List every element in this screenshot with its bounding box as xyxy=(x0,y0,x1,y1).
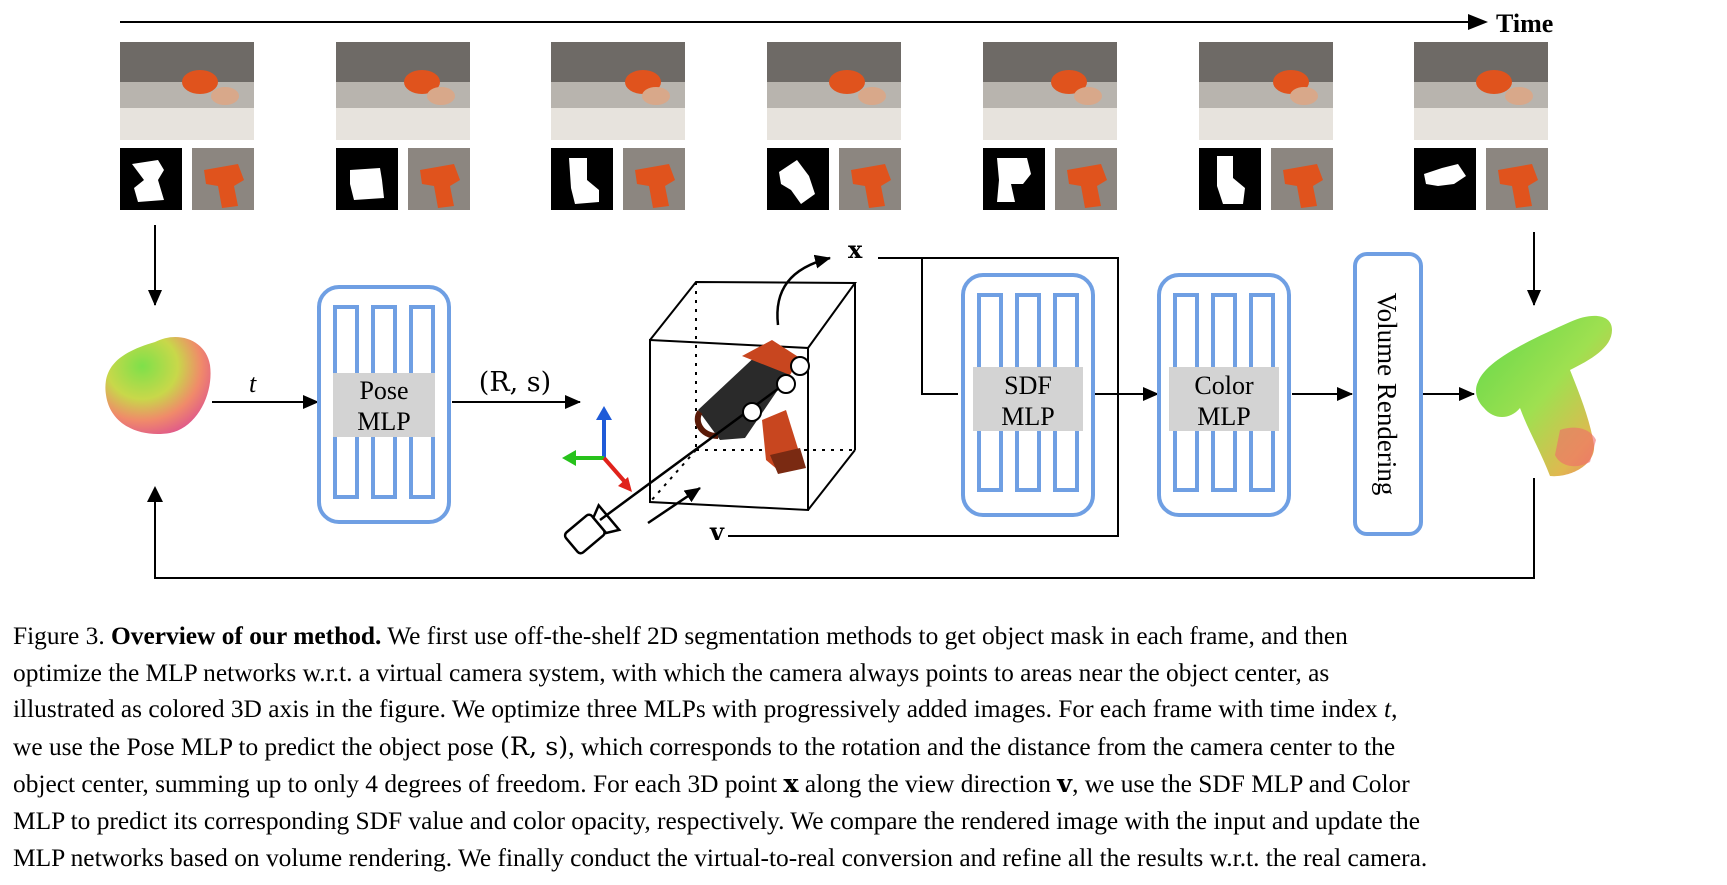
pose-mlp-block: Pose MLP xyxy=(317,285,451,524)
color-mlp-label-line2: MLP xyxy=(1197,402,1250,431)
input-frames xyxy=(120,42,1548,210)
caption-text: MLP networks based on volume rendering. … xyxy=(13,843,1428,872)
caption-line-7: MLP networks based on volume rendering. … xyxy=(13,840,1683,877)
caption-line-2: optimize the MLP networks w.r.t. a virtu… xyxy=(13,655,1683,692)
t-label: t xyxy=(249,369,257,398)
caption-text: illustrated as colored 3D axis in the fi… xyxy=(13,695,1385,724)
drill-in-photo xyxy=(829,70,865,94)
color-mlp-label-line1: Color xyxy=(1194,371,1254,400)
x-label: x xyxy=(848,235,863,264)
object-bounding-cube xyxy=(649,280,857,512)
caption-line-1: Figure 3. Overview of our method. We fir… xyxy=(13,618,1683,655)
drill-in-photo xyxy=(1051,70,1087,94)
volume-rendering-label: Volume Rendering xyxy=(1372,293,1402,496)
sdf-mlp-block: SDF MLP xyxy=(961,273,1095,517)
frame-1 xyxy=(120,42,254,210)
x-routing xyxy=(728,257,1119,537)
initial-shape-blob xyxy=(105,336,211,435)
caption-figure-number: Figure 3. xyxy=(13,622,112,650)
caption-math-x: x xyxy=(783,768,799,799)
frame-4 xyxy=(767,42,901,210)
camera-ray xyxy=(599,378,791,522)
caption-text: MLP to predict its corresponding SDF val… xyxy=(13,806,1420,835)
caption-text: , which corresponds to the rotation and … xyxy=(568,732,1396,761)
caption-math-t: t xyxy=(1384,695,1392,724)
sdf-mlp-label-line1: SDF xyxy=(1004,371,1052,400)
time-label: Time xyxy=(1496,9,1553,38)
caption-text: we use the Pose MLP to predict the objec… xyxy=(13,732,501,761)
caption-text: , xyxy=(1391,695,1398,724)
view-direction-arrow xyxy=(647,486,701,525)
feedback-loop xyxy=(154,478,1535,579)
frame-2 xyxy=(336,42,470,210)
camera-icon xyxy=(563,503,622,555)
sdf-mlp-label-line2: MLP xyxy=(1001,402,1054,431)
caption-text: , we use the SDF MLP and Color xyxy=(1072,770,1410,799)
caption-title: Overview of our method. xyxy=(111,622,382,650)
drill-in-photo xyxy=(1476,70,1512,94)
color-mlp-block: Color MLP xyxy=(1157,273,1291,517)
figure-caption: Figure 3. Overview of our method. We fir… xyxy=(13,618,1683,876)
caption-line-3: illustrated as colored 3D axis in the fi… xyxy=(13,691,1683,728)
caption-math-v: v xyxy=(1057,768,1073,799)
frame-7 xyxy=(1414,42,1548,210)
reconstructed-drill-shape xyxy=(1476,315,1612,477)
frame-5 xyxy=(983,42,1117,210)
caption-text: object center, summing up to only 4 degr… xyxy=(13,770,784,799)
pose-mlp-label-line1: Pose xyxy=(359,376,408,405)
pose-output-label: (R, s) xyxy=(479,367,551,398)
caption-line-5: object center, summing up to only 4 degr… xyxy=(13,765,1683,803)
drill-in-photo xyxy=(182,70,218,94)
volume-rendering-block: Volume Rendering xyxy=(1353,252,1423,536)
point-sample-arrow xyxy=(776,254,831,326)
method-overview-figure: Time t Pose MLP (R, s) xyxy=(105,9,1612,579)
caption-math-pose: (R, s) xyxy=(500,730,569,761)
time-arrow xyxy=(120,14,1488,30)
caption-text: along the view direction xyxy=(798,770,1058,799)
pose-mlp-label-line2: MLP xyxy=(357,407,410,436)
frame-3 xyxy=(551,42,685,210)
caption-line-4: we use the Pose MLP to predict the objec… xyxy=(13,728,1683,766)
caption-line-6: MLP to predict its corresponding SDF val… xyxy=(13,803,1683,840)
virtual-camera-axes xyxy=(562,406,632,492)
caption-text: We first use off-the-shelf 2D segmentati… xyxy=(381,622,1348,650)
v-label: v xyxy=(709,517,725,546)
frame-6 xyxy=(1199,42,1333,210)
figure-canvas: Time t Pose MLP (R, s) xyxy=(105,9,1612,579)
drill-in-photo xyxy=(404,70,440,94)
feedback-arrowhead xyxy=(147,486,163,502)
caption-text: optimize the MLP networks w.r.t. a virtu… xyxy=(13,658,1330,687)
